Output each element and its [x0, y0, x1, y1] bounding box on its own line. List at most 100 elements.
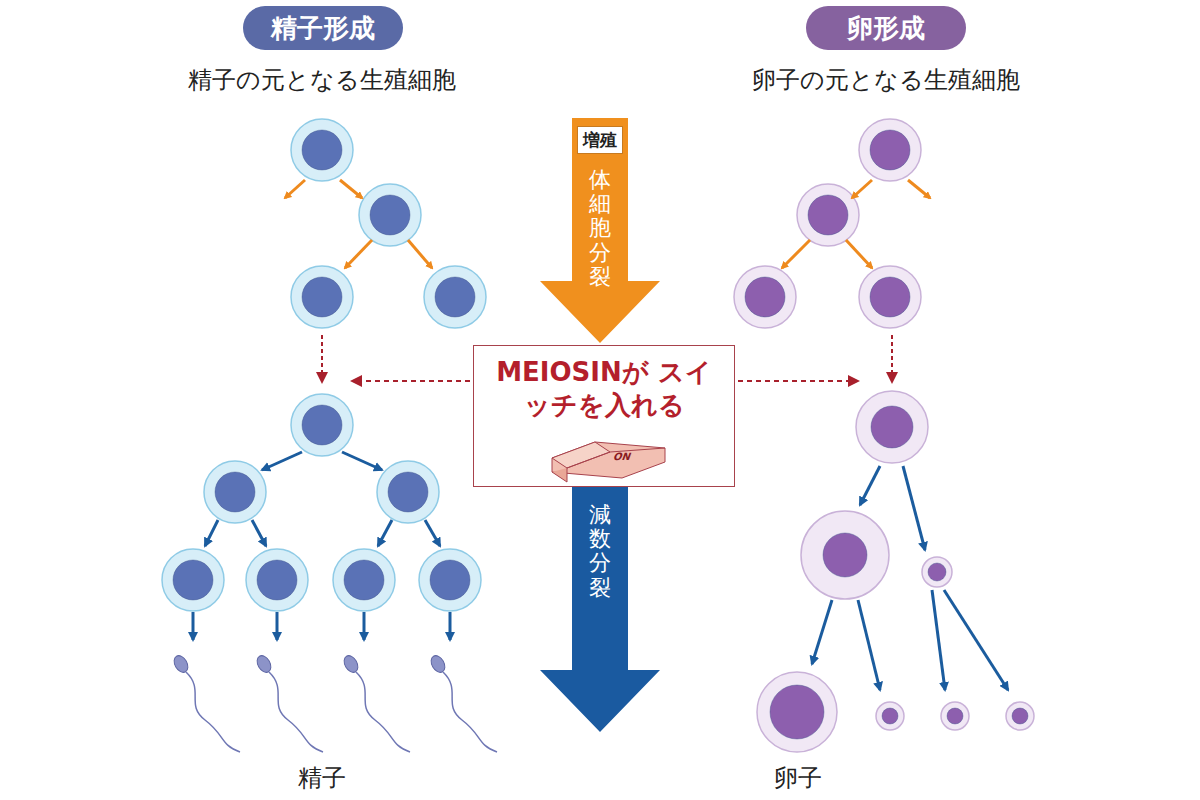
division-arrow — [860, 466, 880, 505]
division-arrow — [342, 452, 382, 470]
cell-membrane — [424, 266, 486, 328]
cell-membrane — [757, 672, 837, 752]
cell-membrane — [734, 266, 796, 328]
cell-nucleus — [215, 472, 255, 512]
division-arrow — [903, 466, 925, 550]
cell-nucleus — [770, 685, 824, 739]
cell-membrane — [333, 549, 395, 611]
division-arrow — [846, 240, 872, 268]
sperm — [171, 653, 240, 752]
sperm — [341, 653, 410, 752]
caption-label: 精子 — [298, 762, 346, 794]
cell-nucleus — [302, 405, 342, 445]
division-arrow — [285, 180, 305, 198]
big-arrow-body — [540, 487, 660, 732]
cell-membrane — [797, 184, 859, 246]
cell-membrane — [1006, 702, 1034, 730]
division-arrow — [276, 612, 279, 640]
sperm-tail — [356, 672, 410, 752]
sperm-tail — [186, 672, 240, 752]
cell-membrane — [876, 702, 904, 730]
division-arrow — [205, 520, 218, 546]
germ-cell — [797, 184, 859, 246]
germ-cell — [291, 266, 353, 328]
cell-membrane — [856, 391, 928, 463]
germ-cell — [757, 672, 837, 752]
cell-nucleus — [947, 708, 963, 724]
cell-nucleus — [302, 277, 342, 317]
caption-label: 卵子の元となる生殖細胞 — [752, 64, 1020, 96]
cell-membrane — [204, 461, 266, 523]
sperm-head — [254, 653, 273, 675]
sperm-head — [428, 653, 447, 675]
division-arrow — [378, 520, 392, 546]
sperm-group — [171, 653, 497, 752]
germ-cell — [859, 266, 921, 328]
germ-cell — [424, 266, 486, 328]
cell-nucleus — [435, 277, 475, 317]
germ-cell — [162, 549, 224, 611]
caption-label: 精子の元となる生殖細胞 — [188, 64, 456, 96]
germ-cell — [856, 391, 928, 463]
node-label: 精子形成 — [271, 11, 375, 46]
meiosis-arrow: 減数分裂 — [540, 487, 660, 732]
division-arrow — [908, 180, 930, 198]
cell-nucleus — [302, 130, 342, 170]
germ-cell — [859, 119, 921, 181]
germ-cell — [359, 184, 421, 246]
node-label: MEIOSINが スイッチを入れる — [488, 356, 720, 421]
cell-nucleus — [823, 533, 867, 577]
cell-membrane — [801, 511, 889, 599]
cell-membrane — [162, 549, 224, 611]
sperm — [428, 653, 497, 752]
vertical-label: 減数分裂 — [589, 503, 611, 600]
sperm — [254, 653, 323, 752]
division-arrow — [340, 180, 362, 198]
division-arrow — [782, 240, 810, 268]
division-arrow — [363, 612, 366, 640]
germ-cell — [1006, 702, 1034, 730]
node-label: 増殖 — [583, 129, 617, 152]
switch-icon — [552, 442, 665, 482]
germ-cell — [291, 394, 353, 456]
germ-cell — [734, 266, 796, 328]
cell-nucleus — [870, 130, 910, 170]
cell-nucleus — [871, 406, 913, 448]
cell-membrane — [859, 266, 921, 328]
division-arrow — [858, 600, 880, 690]
germ-cell — [941, 702, 969, 730]
node-label: 卵形成 — [847, 11, 925, 46]
cell-nucleus — [882, 708, 898, 724]
cell-nucleus — [430, 560, 470, 600]
division-arrow — [262, 452, 302, 470]
division-arrow — [252, 520, 266, 546]
section-heading-pill: 精子形成 — [243, 6, 403, 50]
big-arrow-body — [540, 118, 660, 343]
germ-cell — [246, 549, 308, 611]
cell-nucleus — [370, 195, 410, 235]
cell-group — [162, 119, 1034, 752]
cell-membrane — [922, 557, 952, 587]
germ-cell — [333, 549, 395, 611]
cell-nucleus — [1012, 708, 1028, 724]
cell-membrane — [291, 266, 353, 328]
germ-cell — [204, 461, 266, 523]
germ-cell — [291, 119, 353, 181]
germ-cell — [419, 549, 481, 611]
germ-cell — [801, 511, 889, 599]
cell-membrane — [359, 184, 421, 246]
mitosis-arrow: 体細胞分裂増殖 — [540, 118, 660, 343]
division-arrow — [449, 612, 452, 640]
cell-nucleus — [344, 560, 384, 600]
germ-cell — [922, 557, 952, 587]
cell-nucleus — [808, 195, 848, 235]
caption-label: 卵子 — [774, 762, 822, 794]
cell-nucleus — [870, 277, 910, 317]
section-heading-pill: 卵形成 — [806, 6, 966, 50]
division-arrow — [944, 590, 1008, 690]
cell-membrane — [941, 702, 969, 730]
stage-tag: 増殖 — [577, 126, 623, 154]
cell-nucleus — [745, 277, 785, 317]
vertical-label: 体細胞分裂 — [589, 168, 611, 289]
